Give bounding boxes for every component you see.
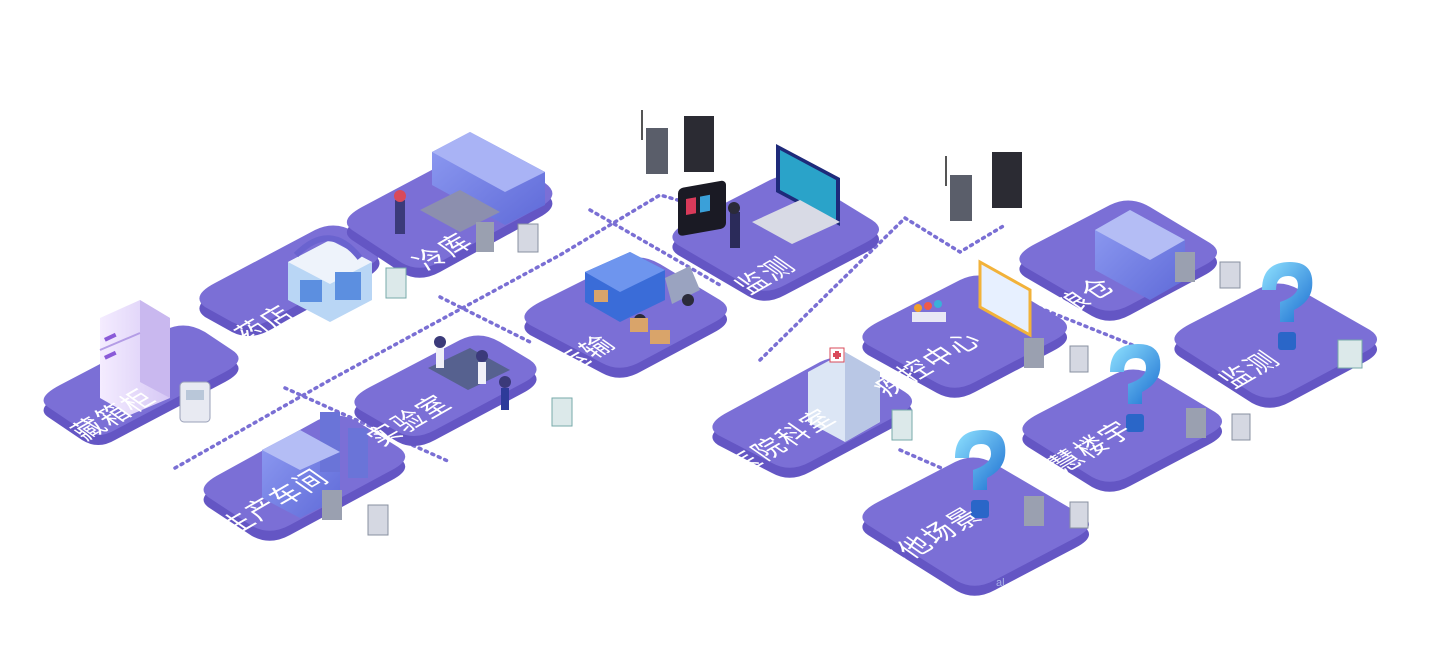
- watermark: al: [996, 577, 1005, 589]
- fridge-icon: [99, 300, 211, 423]
- tile-building[interactable]: [1022, 369, 1223, 492]
- granary-icon: [1095, 210, 1241, 300]
- pharmacy-icon: [288, 235, 372, 322]
- tile-concrete[interactable]: [1174, 283, 1378, 408]
- question-mark-icon: [955, 430, 1089, 529]
- warehouse-icon: [385, 132, 545, 299]
- question-mark-icon: [1110, 344, 1251, 441]
- illustrations: [99, 110, 1363, 536]
- lab-icon: [428, 336, 573, 427]
- hospital-icon: [808, 347, 913, 442]
- question-mark-icon: [1262, 262, 1363, 369]
- computer-icon: [641, 110, 1022, 248]
- factory-icon: [262, 412, 389, 536]
- cdc-icon: [912, 259, 1089, 373]
- truck-icon: [585, 180, 726, 344]
